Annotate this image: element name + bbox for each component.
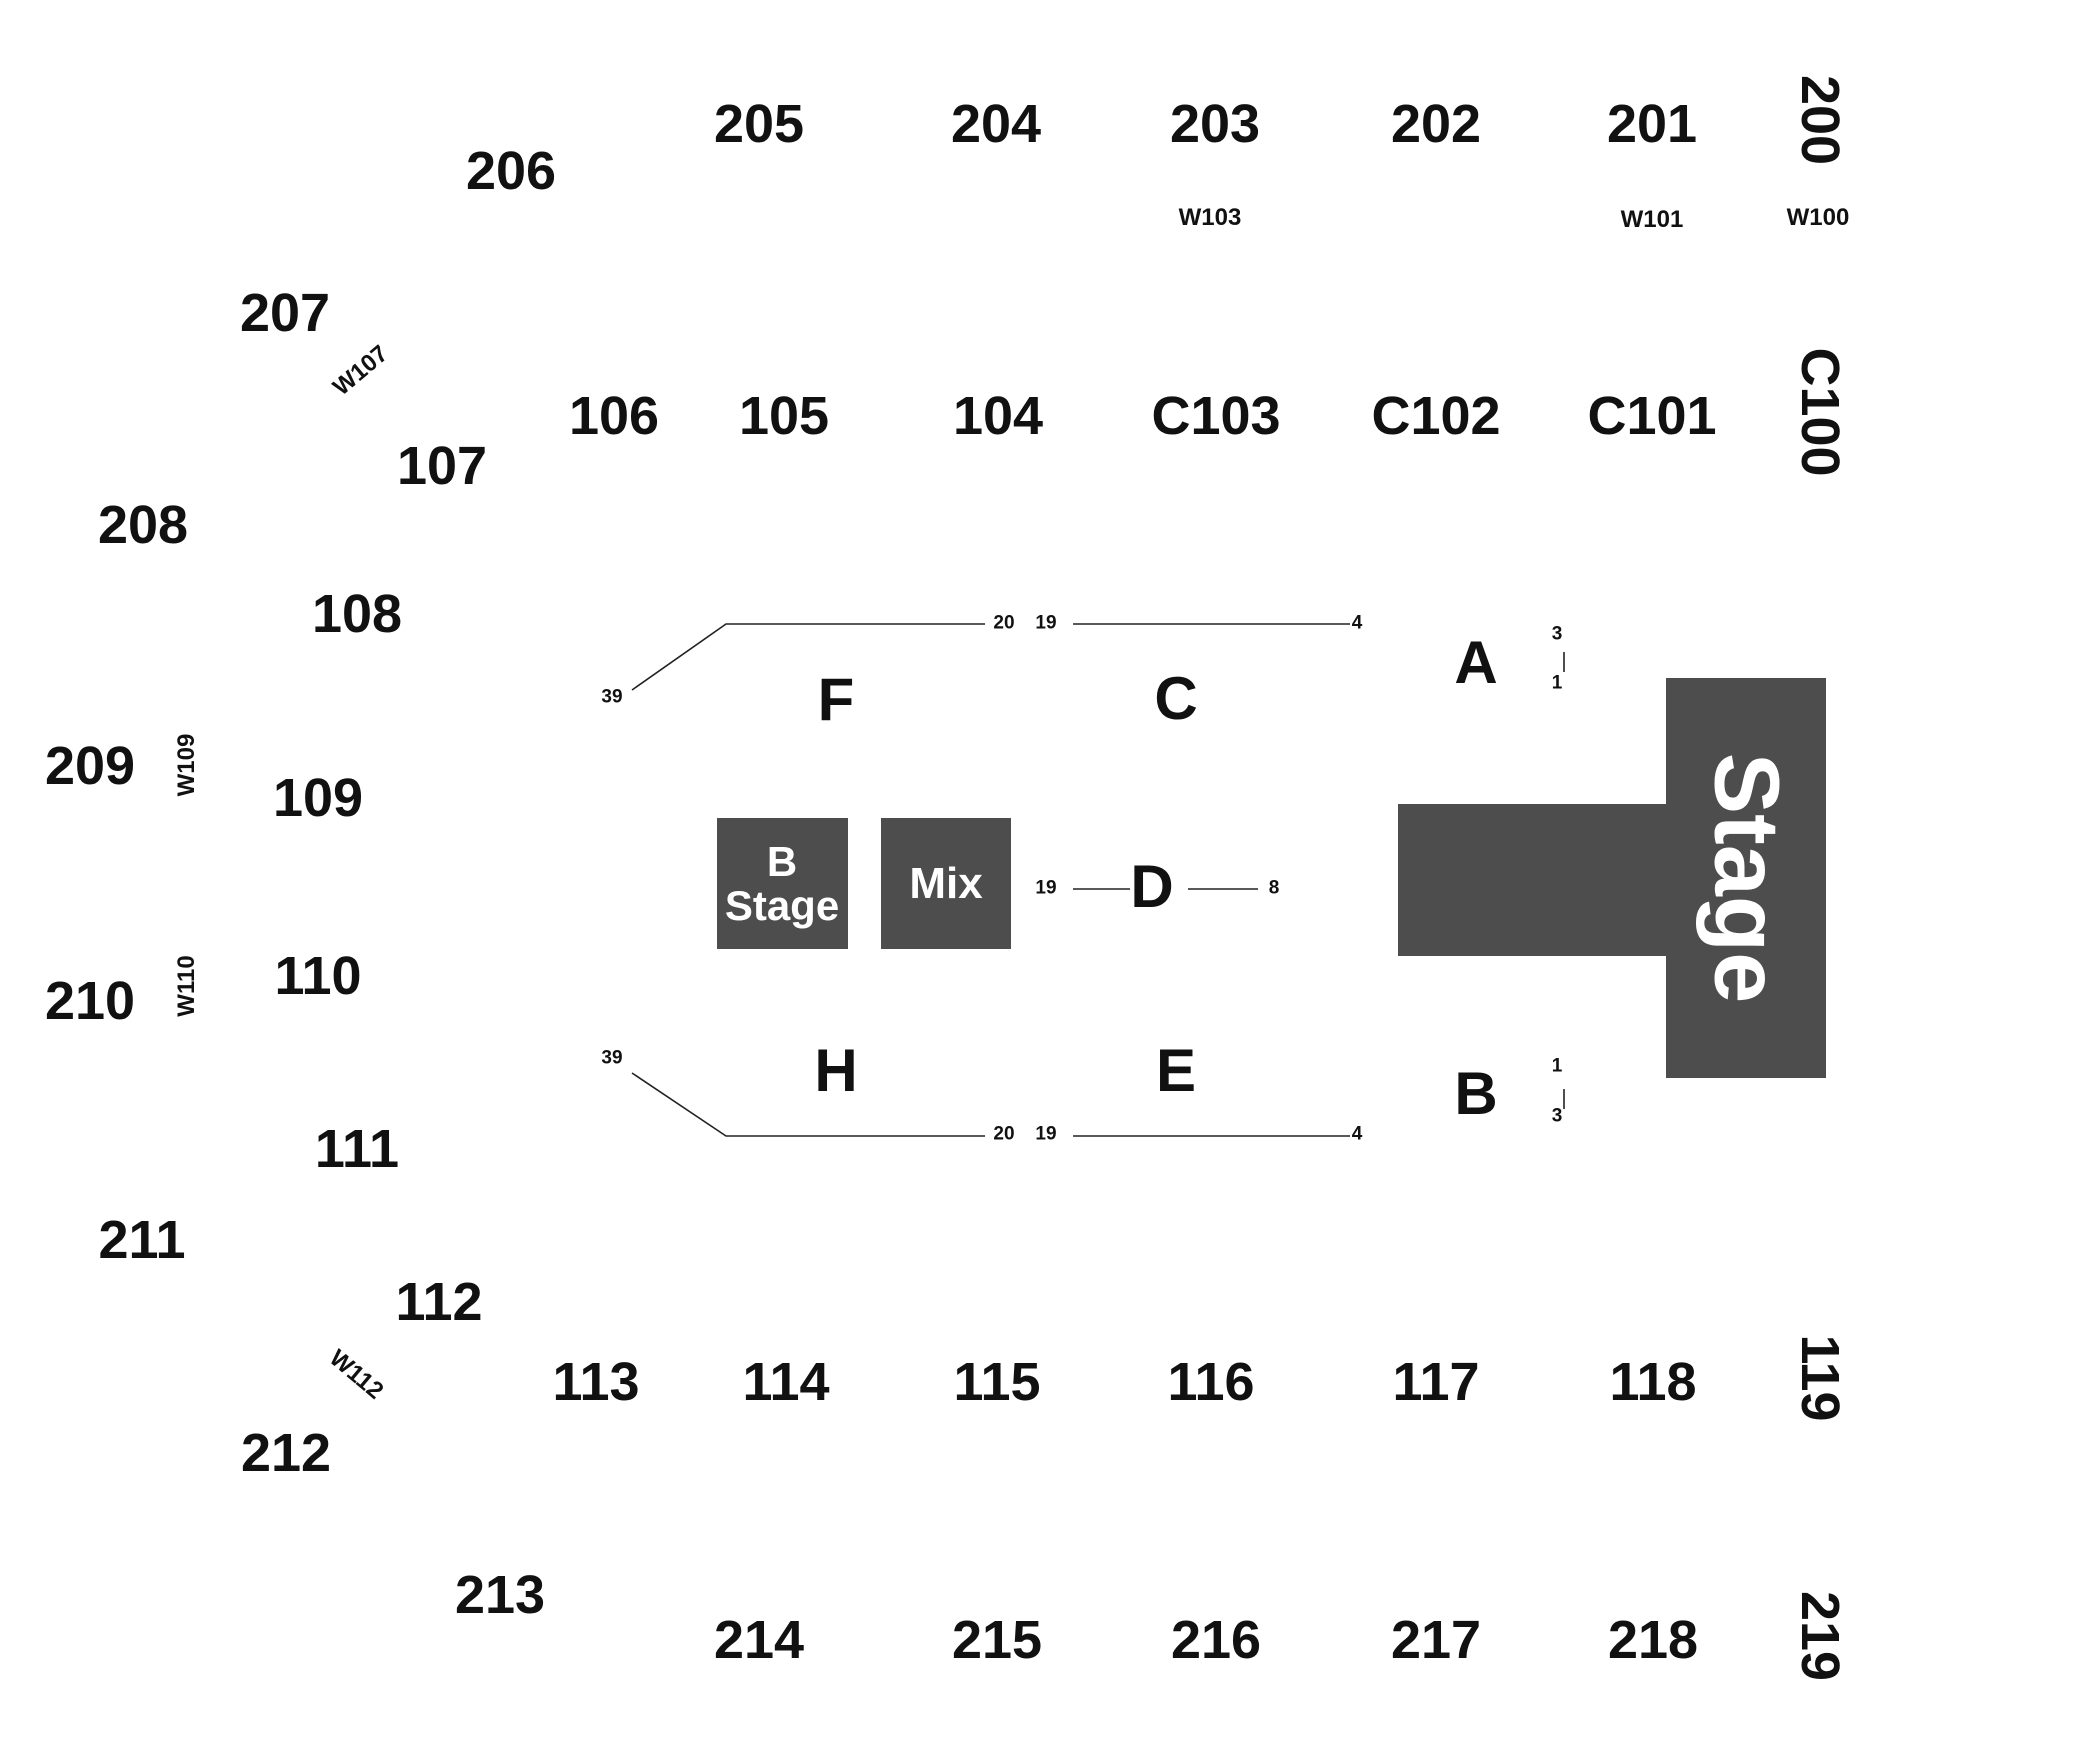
section-214[interactable]: 214	[713, 1610, 805, 1670]
section-c102[interactable]: C102	[1371, 386, 1501, 446]
section-118[interactable]: 118	[1609, 1352, 1697, 1412]
row-number-a-bottom: 1	[1551, 672, 1563, 694]
b-stage-label: B Stage	[724, 837, 840, 929]
row-number-b-bottom: 3	[1551, 1105, 1563, 1127]
section-c101[interactable]: C101	[1587, 386, 1717, 446]
row-number-h-start: 39	[601, 1047, 623, 1069]
section-212[interactable]: 212	[240, 1423, 332, 1483]
row-number-h-end: 20	[993, 1123, 1015, 1145]
row-number-e-start: 19	[1035, 1123, 1057, 1145]
section-210[interactable]: 210	[44, 971, 136, 1031]
section-215[interactable]: 215	[951, 1610, 1043, 1670]
section-202[interactable]: 202	[1390, 94, 1482, 154]
row-line-f	[631, 623, 985, 691]
row-number-f-start: 39	[601, 686, 623, 708]
floor-section-f[interactable]: F	[817, 666, 855, 733]
section-108[interactable]: 108	[311, 584, 403, 644]
section-117[interactable]: 117	[1392, 1352, 1480, 1412]
section-200[interactable]: 200	[1790, 74, 1850, 166]
section-217[interactable]: 217	[1390, 1610, 1482, 1670]
section-213[interactable]: 213	[454, 1565, 546, 1625]
row-number-f-end: 20	[993, 612, 1015, 634]
section-111[interactable]: 111	[314, 1119, 400, 1179]
floor-section-d[interactable]: D	[1130, 853, 1174, 920]
floor-section-e[interactable]: E	[1155, 1037, 1197, 1104]
section-110[interactable]: 110	[274, 946, 362, 1006]
floor-section-h[interactable]: H	[814, 1037, 858, 1104]
floor-section-c[interactable]: C	[1154, 665, 1198, 732]
stage-label: Stage	[1695, 752, 1798, 1004]
section-209[interactable]: 209	[44, 736, 136, 796]
section-112[interactable]: 112	[395, 1272, 483, 1332]
section-107[interactable]: 107	[396, 436, 488, 496]
section-204[interactable]: 204	[950, 94, 1042, 154]
section-119[interactable]: 119	[1790, 1334, 1850, 1422]
mix-label: Mix	[909, 858, 983, 908]
section-105[interactable]: 105	[738, 386, 830, 446]
section-219[interactable]: 219	[1790, 1590, 1850, 1682]
row-number-c-start: 19	[1035, 612, 1057, 634]
b-stage-label-line2: Stage	[724, 882, 840, 929]
section-109[interactable]: 109	[272, 768, 364, 828]
section-205[interactable]: 205	[713, 94, 805, 154]
section-218[interactable]: 218	[1607, 1610, 1699, 1670]
section-216[interactable]: 216	[1170, 1610, 1262, 1670]
floor-section-a[interactable]: A	[1454, 629, 1498, 696]
wheelchair-w100[interactable]: W100	[1786, 204, 1850, 231]
section-207[interactable]: 207	[239, 283, 331, 343]
section-206[interactable]: 206	[465, 141, 557, 201]
section-203[interactable]: 203	[1169, 94, 1261, 154]
main-stage[interactable]	[1666, 678, 1826, 1078]
floor-section-b[interactable]: B	[1454, 1060, 1498, 1127]
section-104[interactable]: 104	[952, 386, 1044, 446]
row-number-d-start: 19	[1035, 877, 1057, 899]
section-c100[interactable]: C100	[1790, 347, 1850, 477]
section-116[interactable]: 116	[1167, 1352, 1255, 1412]
row-number-e-end: 4	[1351, 1123, 1363, 1145]
b-stage-label-line1: B	[766, 837, 798, 885]
section-115[interactable]: 115	[953, 1352, 1041, 1412]
section-201[interactable]: 201	[1606, 94, 1698, 154]
section-113[interactable]: 113	[552, 1352, 640, 1412]
row-number-b-top: 1	[1551, 1055, 1563, 1077]
row-number-d-end: 8	[1268, 877, 1280, 899]
row-number-a-top: 3	[1551, 623, 1563, 645]
wheelchair-w109[interactable]: W109	[173, 733, 200, 797]
wheelchair-w110[interactable]: W110	[173, 955, 200, 1017]
section-208[interactable]: 208	[97, 495, 189, 555]
section-114[interactable]: 114	[742, 1352, 830, 1412]
section-106[interactable]: 106	[568, 386, 660, 446]
row-line-h	[631, 1072, 985, 1137]
wheelchair-w103[interactable]: W103	[1178, 204, 1242, 231]
stage-runway	[1398, 804, 1670, 956]
wheelchair-w101[interactable]: W101	[1620, 206, 1684, 233]
section-c103[interactable]: C103	[1151, 386, 1281, 446]
b-stage-block[interactable]	[717, 818, 848, 949]
mix-block[interactable]	[881, 818, 1011, 949]
section-211[interactable]: 211	[98, 1210, 186, 1270]
row-number-c-end: 4	[1351, 612, 1363, 634]
